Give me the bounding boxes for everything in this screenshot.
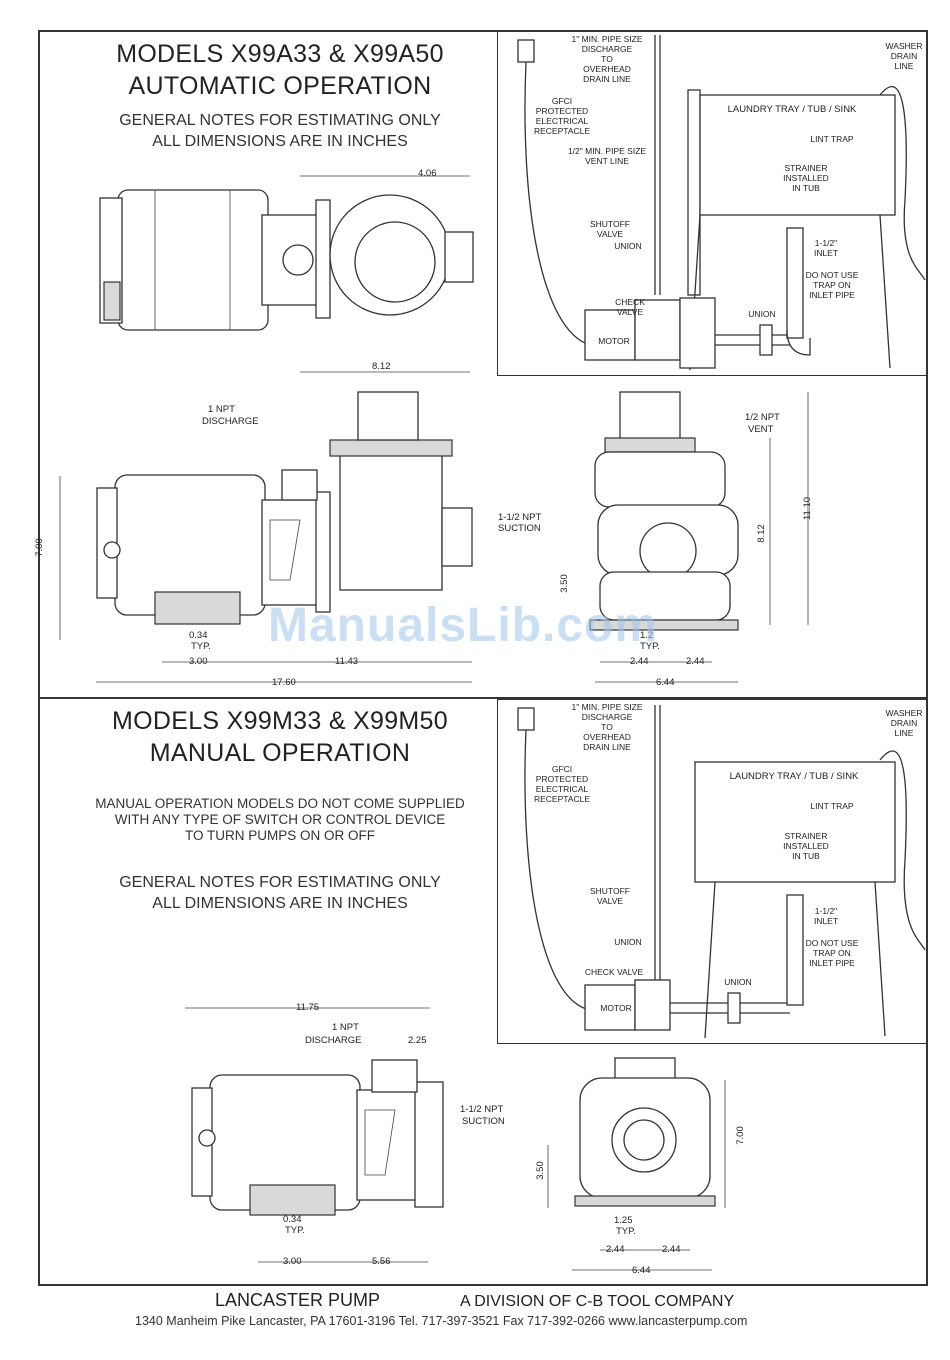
watermark: ManualsLib.com bbox=[268, 599, 659, 652]
manual-discharge-line1: 1 NPT bbox=[332, 1022, 359, 1033]
pump-front-view bbox=[589, 391, 809, 683]
manual-dim-front-h2: 3.50 bbox=[534, 1161, 546, 1180]
motor-label-bottom: MOTOR bbox=[600, 1003, 632, 1013]
dim-front-foot-line2: TYP. bbox=[640, 641, 660, 652]
motor-label-top: MOTOR bbox=[598, 336, 630, 346]
dim-base-right: 11.43 bbox=[335, 656, 359, 667]
suction-label: 1-1/2 NPT bbox=[498, 512, 542, 523]
union1-label-bottom: UNION bbox=[614, 937, 642, 947]
manual-discharge-line2: DISCHARGE bbox=[305, 1035, 362, 1046]
manual-dim-front-foot-line2: TYP. bbox=[616, 1226, 636, 1237]
check-label-bottom: CHECK VALVE bbox=[584, 967, 644, 977]
pump-side-view bbox=[59, 391, 473, 683]
dim-front-h2: 11.10 bbox=[802, 496, 814, 521]
dim-front-h1: 8.12 bbox=[755, 524, 767, 543]
auto-title-line2: AUTOMATIC OPERATION bbox=[128, 72, 432, 100]
washer-label-top: WASHER DRAIN LINE bbox=[885, 41, 923, 71]
vent-label-line2: VENT bbox=[748, 424, 774, 435]
check-label-top: CHECK VALVE bbox=[615, 297, 645, 317]
manual-dim-front-foot-line1: 1.25 bbox=[614, 1215, 633, 1226]
manual-dim-front-width: 6.44 bbox=[632, 1265, 651, 1276]
manual-dim-foot-line1: 0.34 bbox=[283, 1214, 302, 1225]
manual-dim-front-half-right: 2.44 bbox=[662, 1244, 681, 1255]
dim-height: 7.00 bbox=[33, 538, 45, 557]
union1-label-top: UNION bbox=[614, 241, 642, 251]
trap-warning-top: DO NOT USE TRAP ON INLET PIPE bbox=[805, 270, 859, 300]
install-bottom-lines bbox=[517, 705, 926, 1039]
strainer-label-top: STRAINER INSTALLED IN TUB bbox=[783, 163, 829, 193]
pipe-label-bottom: 1" MIN. PIPE SIZE DISCHARGE TO OVERHEAD … bbox=[571, 702, 643, 752]
manual-note-line1: GENERAL NOTES FOR ESTIMATING ONLY bbox=[119, 874, 441, 891]
washer-label-bottom: WASHER DRAIN LINE bbox=[885, 708, 923, 738]
manual-pump-front-view bbox=[547, 1057, 726, 1271]
manual-notice-line3: TO TURN PUMPS ON OR OFF bbox=[184, 828, 375, 843]
union2-label-top: UNION bbox=[748, 309, 776, 319]
inlet-label-top: 1-1/2" INLET bbox=[813, 238, 839, 258]
dim-front-foot-line1: 1.2 bbox=[640, 630, 654, 641]
lint-label-bottom: LINT TRAP bbox=[810, 801, 854, 811]
tray-label-bottom: LAUNDRY TRAY / TUB / SINK bbox=[729, 771, 859, 782]
manual-suction-line2: SUCTION bbox=[462, 1116, 505, 1127]
dim-front-h3: 3.50 bbox=[558, 574, 570, 593]
strainer-label-bottom: STRAINER INSTALLED IN TUB bbox=[783, 831, 829, 861]
dim-foot-line2: TYP. bbox=[191, 641, 211, 652]
section-divider bbox=[38, 697, 928, 699]
pump-top-view bbox=[99, 175, 474, 373]
auto-note-line2: ALL DIMENSIONS ARE IN INCHES bbox=[152, 133, 408, 150]
trap-warning-bottom: DO NOT USE TRAP ON INLET PIPE bbox=[805, 938, 859, 968]
footer-division: A DIVISION OF C-B TOOL COMPANY bbox=[460, 1293, 735, 1310]
union2-label-bottom: UNION bbox=[724, 977, 752, 987]
manual-dim-base-right: 5.56 bbox=[372, 1256, 391, 1267]
manual-dim-disc-offset: 2.25 bbox=[408, 1035, 427, 1046]
footer-company: LANCASTER PUMP bbox=[215, 1290, 381, 1310]
manual-suction-line1: 1-1/2 NPT bbox=[460, 1104, 504, 1115]
manual-title-line2: MANUAL OPERATION bbox=[149, 739, 411, 767]
dim-front-half-right: 2.44 bbox=[686, 656, 705, 667]
vent-line-label-top: 1/2" MIN. PIPE SIZE VENT LINE bbox=[567, 146, 647, 166]
dim-overall-length: 17.60 bbox=[272, 677, 296, 688]
dim-front-width: 6.44 bbox=[656, 677, 675, 688]
manual-dim-foot-line2: TYP. bbox=[285, 1225, 305, 1236]
manual-note-line2: ALL DIMENSIONS ARE IN INCHES bbox=[152, 895, 408, 912]
manual-title-line1: MODELS X99M33 & X99M50 bbox=[112, 707, 448, 735]
discharge-label-line1: 1 NPT bbox=[208, 404, 235, 415]
manual-pump-side-view bbox=[185, 1007, 444, 1263]
discharge-label-line2: DISCHARGE bbox=[202, 416, 259, 427]
install-top-lines bbox=[517, 35, 926, 371]
manual-dim-base-left: 3.00 bbox=[283, 1256, 302, 1267]
manual-notice-line1: MANUAL OPERATION MODELS DO NOT COME SUPP… bbox=[95, 796, 465, 811]
pipe-label-top: 1" MIN. PIPE SIZE DISCHARGE TO OVERHEAD … bbox=[571, 34, 643, 84]
gfci-label-top: GFCI PROTECTED ELECTRICAL RECEPTACLE bbox=[533, 96, 591, 136]
dim-top-depth: 8.12 bbox=[372, 361, 391, 372]
shutoff-label-bottom: SHUTOFF VALVE bbox=[590, 886, 630, 906]
drawing-frame bbox=[38, 30, 928, 1286]
suction-label-line2: SUCTION bbox=[498, 523, 541, 534]
manual-notice-line2: WITH ANY TYPE OF SWITCH OR CONTROL DEVIC… bbox=[114, 812, 446, 827]
dim-front-half-left: 2.44 bbox=[630, 656, 649, 667]
tray-label-top: LAUNDRY TRAY / TUB / SINK bbox=[727, 104, 857, 115]
dim-base-left: 3.00 bbox=[189, 656, 208, 667]
footer-address: 1340 Manheim Pike Lancaster, PA 17601-31… bbox=[135, 1314, 748, 1328]
manual-dim-overall: 11.75 bbox=[296, 1002, 320, 1013]
vent-label-line1: 1/2 NPT bbox=[745, 412, 780, 423]
lint-label-top: LINT TRAP bbox=[810, 134, 854, 144]
auto-title-line1: MODELS X99A33 & X99A50 bbox=[116, 40, 444, 68]
manual-dim-front-half-left: 2.44 bbox=[606, 1244, 625, 1255]
gfci-label-bottom: GFCI PROTECTED ELECTRICAL RECEPTACLE bbox=[533, 764, 591, 804]
dim-foot-line1: 0.34 bbox=[189, 630, 208, 641]
manual-dim-front-h: 7.00 bbox=[734, 1126, 746, 1145]
dim-top-width: 4.06 bbox=[418, 168, 437, 179]
inlet-label-bottom: 1-1/2" INLET bbox=[813, 906, 839, 926]
shutoff-label-top: SHUTOFF VALVE bbox=[590, 219, 630, 239]
auto-note-line1: GENERAL NOTES FOR ESTIMATING ONLY bbox=[119, 112, 441, 129]
